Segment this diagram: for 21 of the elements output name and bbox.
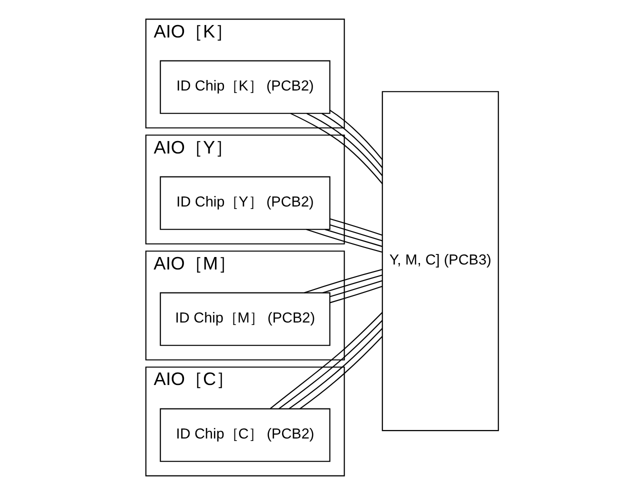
- connector: [324, 228, 383, 247]
- connector: [270, 312, 383, 409]
- connector: [322, 274, 382, 294]
- connector: [330, 280, 382, 298]
- connector: [330, 224, 382, 242]
- connector: [322, 113, 383, 168]
- node-box: ID Chip［K］ (PCB2): [160, 60, 330, 114]
- node-box: ID Chip［C］ (PCB2): [160, 408, 330, 462]
- connector: [330, 286, 382, 304]
- connector: [290, 112, 383, 184]
- node-box: Y, M, C] (PCB3): [382, 91, 499, 432]
- connector: [304, 268, 382, 294]
- connector: [300, 336, 383, 410]
- connector: [330, 110, 383, 160]
- connector: [278, 320, 383, 410]
- node-box: ID Chip［M］ (PCB2): [160, 292, 330, 346]
- node-box: ID Chip［Y］ (PCB2): [160, 176, 330, 230]
- connector: [288, 328, 383, 410]
- connector: [330, 218, 382, 236]
- connector: [306, 112, 383, 176]
- connector: [306, 228, 382, 253]
